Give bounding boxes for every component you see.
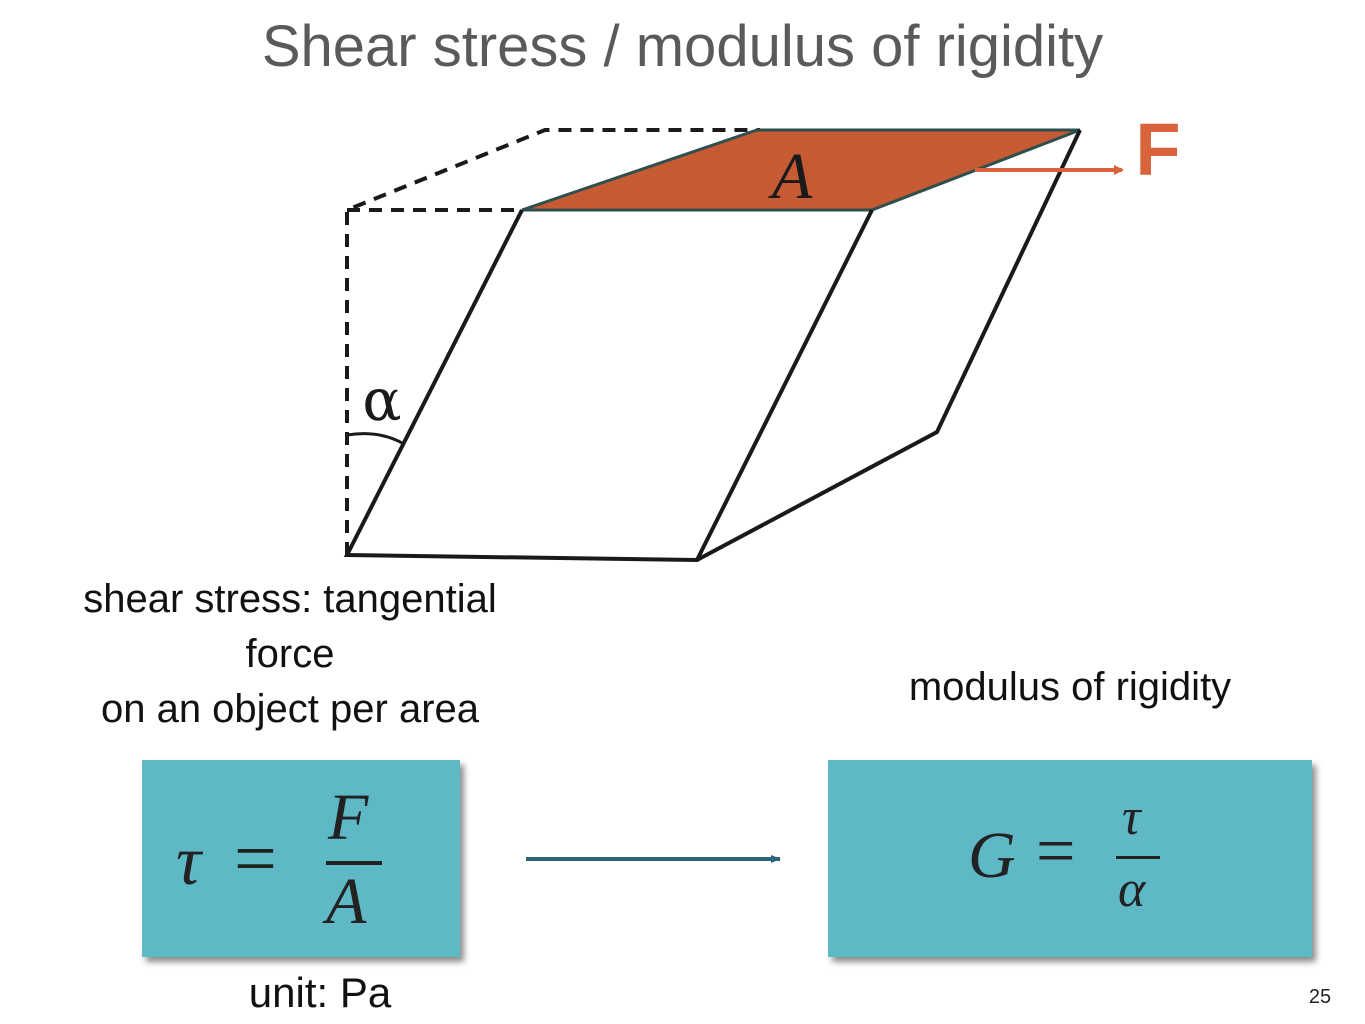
angle-label: α bbox=[362, 366, 401, 434]
formula-right-numerator: τ bbox=[1122, 789, 1141, 846]
formula-left-denominator: A bbox=[326, 865, 367, 938]
shear-stress-description: shear stress: tangential force on an obj… bbox=[40, 572, 540, 737]
shear-stress-formula-box: τ = F A bbox=[142, 760, 460, 957]
formula-left-equals: = bbox=[234, 817, 277, 901]
formula-left-lhs: τ bbox=[176, 823, 202, 900]
modulus-formula-box: G = τ α bbox=[828, 760, 1312, 957]
front-face-edges bbox=[343, 209, 874, 563]
shear-label-line1: shear stress: tangential bbox=[83, 577, 497, 621]
modulus-description: modulus of rigidity bbox=[908, 665, 1232, 709]
page-title: Shear stress / modulus of rigidity bbox=[261, 14, 1104, 79]
force-label: F bbox=[1135, 108, 1180, 191]
shear-label-line3: on an object per area bbox=[100, 687, 480, 731]
angle-arc bbox=[346, 432, 405, 446]
shear-label-line2: force bbox=[245, 632, 335, 676]
formula-right-lhs: G bbox=[968, 819, 1016, 892]
undeformed-outline-dashed bbox=[345, 128, 760, 555]
formula-right-denominator: α bbox=[1118, 861, 1146, 918]
page-number: 25 bbox=[1308, 986, 1332, 1008]
area-label: A bbox=[768, 140, 813, 213]
formula-right-fraction-bar bbox=[1116, 856, 1160, 859]
formula-right-equals: = bbox=[1036, 813, 1076, 890]
formula-left-numerator: F bbox=[328, 781, 369, 854]
formula-left-fraction-bar bbox=[326, 861, 382, 865]
side-face-edges bbox=[696, 129, 1082, 562]
unit-label: unit: Pa bbox=[248, 969, 392, 1016]
